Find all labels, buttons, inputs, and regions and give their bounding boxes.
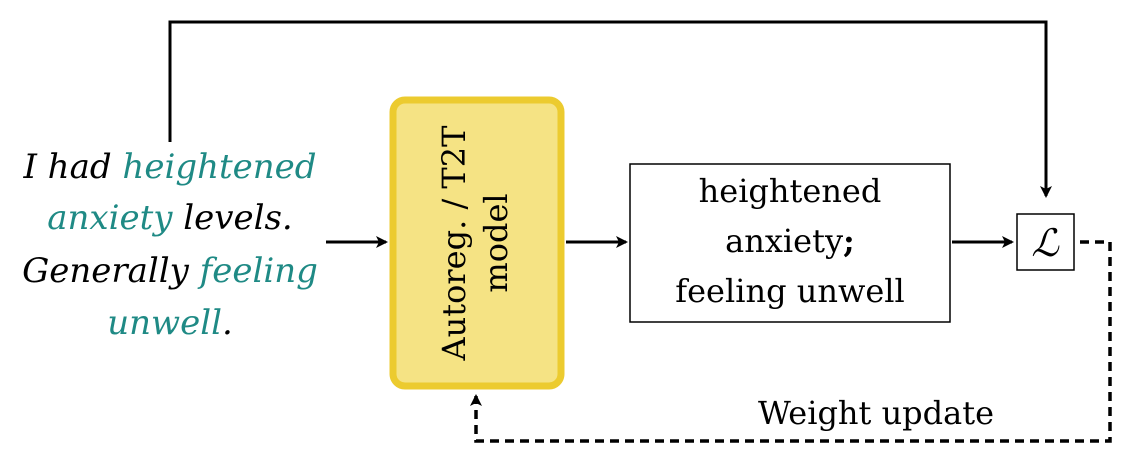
output-line-2-text: anxiety <box>725 222 843 260</box>
output-line-1: heightened <box>699 172 882 210</box>
input-to-loss-connector <box>168 20 1052 198</box>
input-line-2: anxiety levels. <box>47 198 292 238</box>
model-label-line-1: Autoreg. / T2T <box>435 125 473 362</box>
input-highlight-text: unwell <box>107 303 222 343</box>
input-line-4: unwell. <box>107 303 233 343</box>
model-label: Autoreg. / T2T model <box>435 125 515 362</box>
weight-update-label: Weight update <box>758 394 994 432</box>
input-highlight-text: anxiety <box>47 198 173 238</box>
loss-box <box>1016 213 1075 271</box>
input-line-1: I had heightened <box>22 147 316 187</box>
output-separator: ; <box>843 222 855 260</box>
input-line-3: Generally feeling <box>22 251 318 291</box>
input-plain-text: levels. <box>172 198 292 238</box>
output-line-2: anxiety; <box>725 222 855 260</box>
loss-symbol: ℒ <box>1031 221 1060 265</box>
input-sentence: I had heightened anxiety levels. General… <box>22 147 318 343</box>
model-box <box>389 96 565 390</box>
output-box <box>629 163 951 323</box>
input-highlight-text: feeling <box>197 251 318 291</box>
weight-update-feedback-line <box>470 240 1112 443</box>
input-plain-text: I had <box>22 147 122 187</box>
input-plain-text: . <box>222 303 233 343</box>
output-line-3: feeling unwell <box>675 272 904 310</box>
model-label-line-2: model <box>477 193 515 292</box>
input-highlight-text: heightened <box>122 147 316 187</box>
input-plain-text: Generally <box>22 251 200 291</box>
